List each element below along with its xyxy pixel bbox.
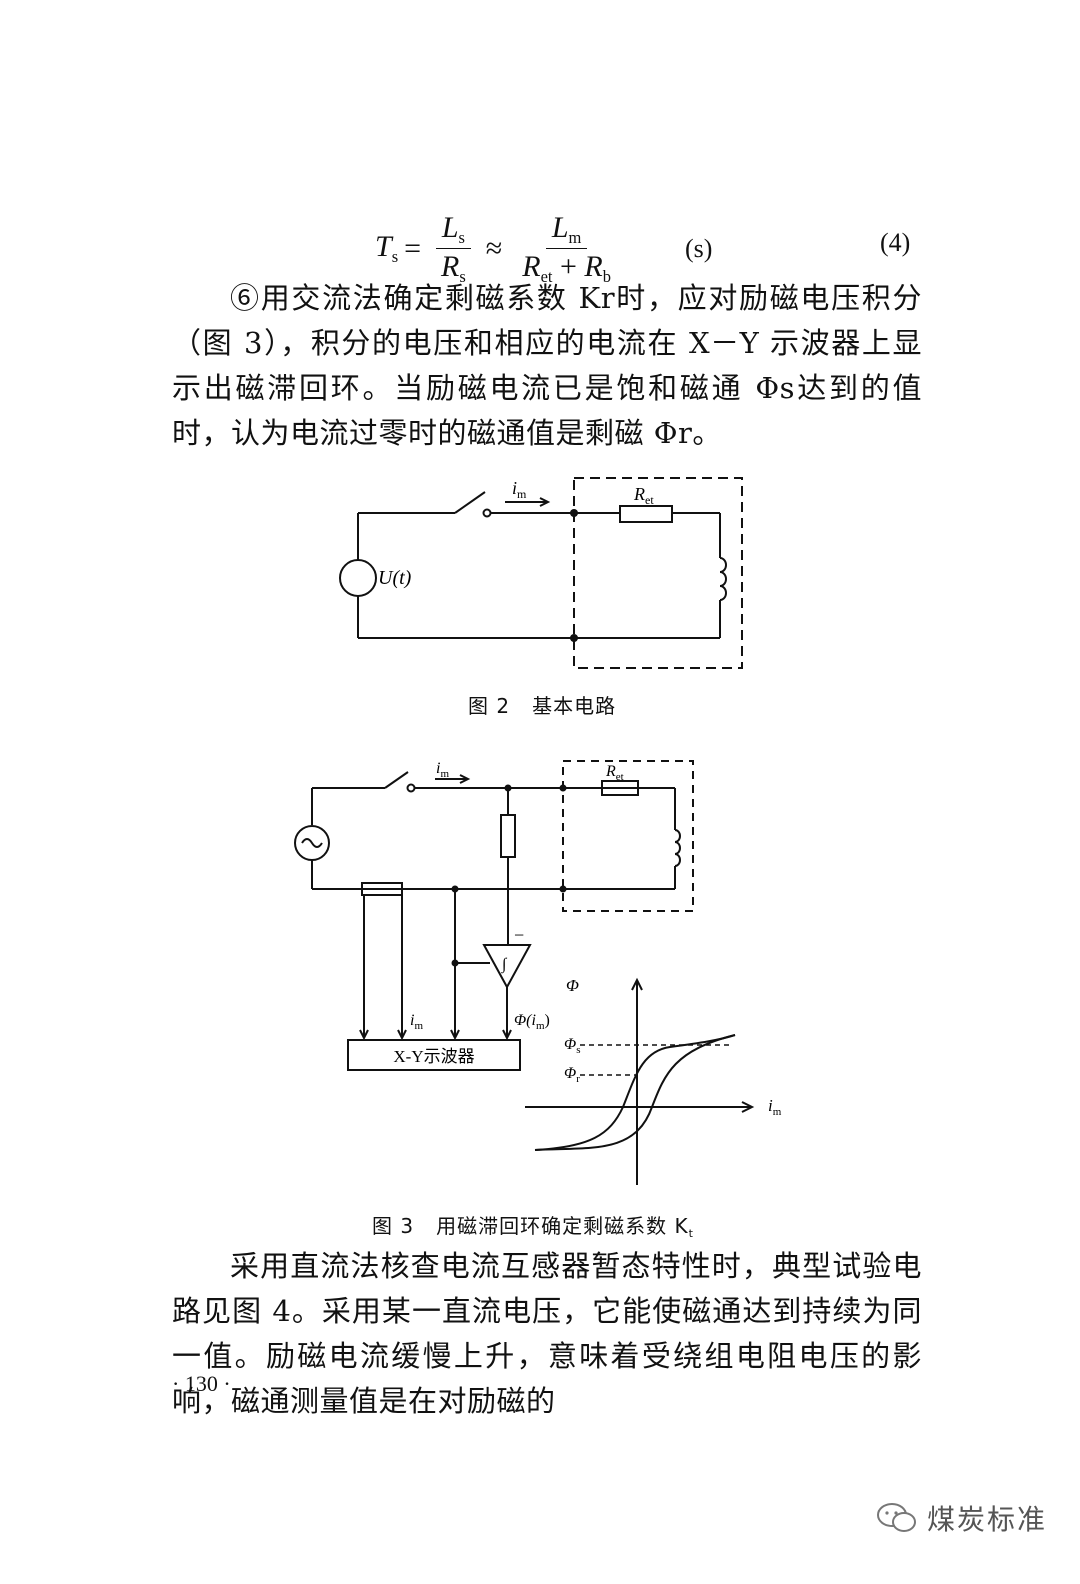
svg-text:Φ(im): Φ(im) <box>514 1012 550 1032</box>
svg-text:∫: ∫ <box>501 956 508 974</box>
svg-text:U(t): U(t) <box>378 567 412 589</box>
paragraph-2: 采用直流法核查电流互感器暂态特性时，典型试验电路见图 4。采用某一直流电压，它能… <box>172 1249 922 1418</box>
svg-text:im: im <box>410 1012 423 1032</box>
watermark: 煤炭标准 <box>875 1498 1047 1538</box>
eq-fraction-2: Lm Ret + Rb <box>522 211 611 286</box>
ac-source-icon <box>339 559 377 597</box>
eq-equals: = <box>404 231 422 265</box>
integrator-icon <box>482 944 532 990</box>
svg-text:im: im <box>512 478 527 501</box>
wechat-icon <box>877 1503 916 1532</box>
equation-4: Ts = Ls Rs ≈ Lm Ret + Rb (s) <box>375 212 712 285</box>
svg-text:im: im <box>768 1096 782 1118</box>
svg-text:X-Y示波器: X-Y示波器 <box>393 1047 474 1066</box>
figure-3-circuit: im Ret − ∫ im Φ(im) X-Y示波器 Φ im Φs Φr <box>294 760 782 1185</box>
figure-2-circuit: U(t) im Ret <box>339 477 743 669</box>
eq-fraction-1: Ls Rs <box>435 212 472 285</box>
svg-text:im: im <box>436 760 449 780</box>
eq-lhs: Ts <box>375 230 399 266</box>
svg-text:Ret: Ret <box>605 763 624 783</box>
eq-approx: ≈ <box>485 231 503 265</box>
paragraph-1: ⑥用交流法确定剩磁系数 Kr时，应对励磁电压积分（图 3），积分的电压和相应的电… <box>172 281 922 450</box>
eq-unit: (s) <box>685 233 713 263</box>
page-number: · 130 · <box>172 1371 231 1396</box>
svg-text:−: − <box>514 925 524 945</box>
svg-text:Φs: Φs <box>564 1036 580 1056</box>
svg-text:Φr: Φr <box>564 1065 580 1085</box>
svg-text:Ret: Ret <box>633 484 654 507</box>
equation-number: (4) <box>880 228 911 257</box>
svg-text:Φ: Φ <box>566 976 579 995</box>
